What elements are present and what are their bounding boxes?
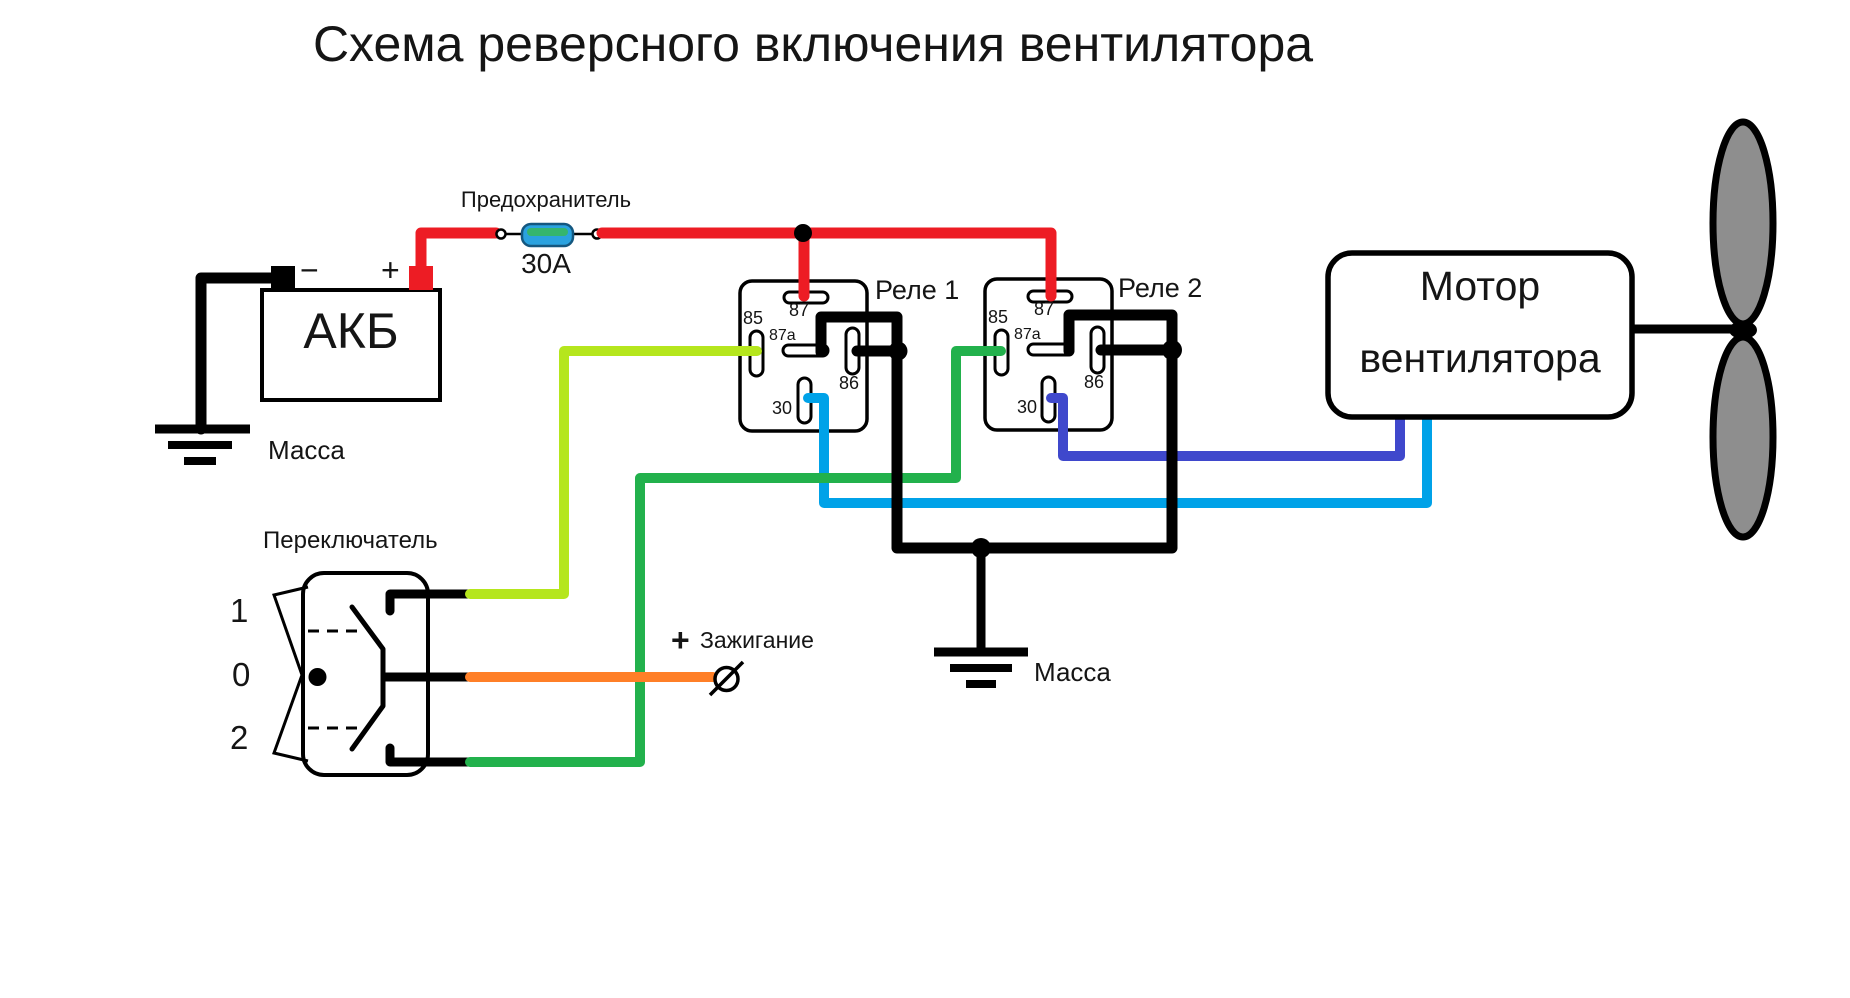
relay1-pin85-label: 85 — [743, 308, 764, 328]
battery-minus-sign: − — [300, 252, 319, 288]
switch-pos1-label: 1 — [230, 592, 249, 629]
relay1-pin87a-label: 87a — [769, 327, 796, 344]
relay2-label: Реле 2 — [1118, 273, 1203, 303]
motor-label-line1: Мотор — [1419, 263, 1541, 309]
ground-center-label: Масса — [1034, 657, 1111, 687]
relay1-pin30-label: 30 — [772, 398, 793, 418]
red-wire-junction-dot — [794, 224, 812, 242]
ignition-slash-icon — [708, 660, 745, 697]
wire-red-fuse-to-relay2-87 — [596, 227, 1057, 302]
relay1-pin87-label: 87 — [789, 300, 810, 320]
wire-cyan-relay1-30-to-motor — [803, 393, 1432, 508]
switch-pos0-label: 0 — [232, 656, 251, 693]
fan-blade-bottom — [1709, 333, 1777, 541]
relay2-black-junction-dot — [1162, 340, 1182, 360]
switch-pivot-dot — [308, 668, 327, 686]
wire-lime-switch1-to-relay1-85 — [465, 346, 762, 599]
wire-red-battery-to-fuse — [415, 227, 502, 276]
switch-label: Переключатель — [263, 527, 438, 554]
relay2-pin30-label: 30 — [1017, 397, 1038, 417]
fuse-left-connector — [495, 228, 507, 240]
ignition-label: Зажигание — [700, 627, 814, 653]
ground-left-label: Масса — [268, 435, 345, 465]
relay2-pin85-label: 85 — [988, 307, 1009, 327]
ignition-plus-sign: + — [671, 622, 690, 658]
fuse-element-stripe — [527, 228, 568, 236]
switch-terminal-2-stub — [385, 743, 475, 767]
switch-terminal-1-stub — [385, 589, 475, 616]
wire-black-battery-negative — [195, 272, 280, 435]
relay1-black-junction-dot — [888, 341, 908, 361]
wire-black-relay1-87a — [815, 311, 903, 554]
fan-hub — [1729, 321, 1757, 339]
motor-box — [1325, 250, 1635, 420]
relay2-pin86-label: 86 — [1084, 372, 1105, 392]
battery-box — [260, 288, 442, 402]
fuse-label: Предохранитель — [460, 187, 632, 212]
switch-rocker-lever — [272, 585, 309, 763]
fuse-rating: 30А — [521, 248, 571, 279]
battery-label: АКБ — [303, 303, 399, 359]
relay2-pin87-label: 87 — [1034, 299, 1055, 319]
wire-black-relay2-87a — [1063, 309, 1178, 554]
wire-green-switch2-to-relay2-85 — [465, 346, 1006, 767]
battery-plus-sign: + — [381, 252, 400, 288]
relay2-pin87a-label: 87a — [1014, 326, 1041, 343]
relay1-label: Реле 1 — [875, 275, 960, 305]
diagram-title: Схема реверсного включения вентилятора — [312, 16, 1314, 72]
relay1-pin86-label: 86 — [839, 373, 860, 393]
switch-pos2-label: 2 — [230, 719, 249, 756]
wire-blue-relay2-30-to-motor — [1046, 393, 1405, 461]
motor-label-line2: вентилятора — [1359, 335, 1601, 381]
fan-blade-top — [1709, 118, 1777, 328]
